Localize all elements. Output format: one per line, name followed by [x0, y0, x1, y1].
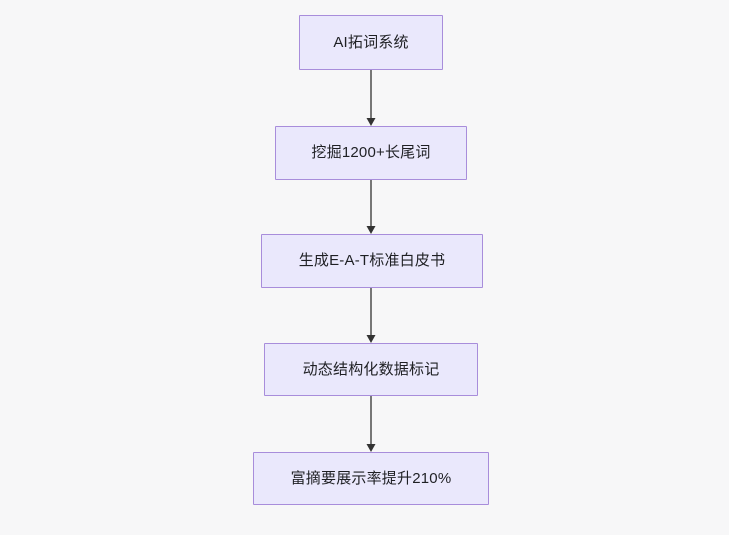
flow-node-4-label: 动态结构化数据标记 [302, 360, 440, 378]
flow-node-2[interactable]: 挖掘1200+长尾词 [275, 126, 467, 180]
arrowhead-icon-e3 [366, 335, 376, 343]
arrowhead-icon-e1 [366, 118, 376, 126]
flow-node-1-label: AI拓词系统 [333, 33, 409, 51]
flow-node-2-label: 挖掘1200+长尾词 [311, 144, 431, 161]
flow-node-4[interactable]: 动态结构化数据标记 [264, 343, 478, 396]
arrowhead-icon-e4 [366, 444, 376, 452]
flow-node-3-label: 生成E-A-T标准白皮书 [298, 252, 446, 269]
flow-node-5[interactable]: 富摘要展示率提升210% [253, 452, 489, 505]
flow-node-3[interactable]: 生成E-A-T标准白皮书 [261, 234, 483, 288]
flow-node-5-label: 富摘要展示率提升210% [290, 469, 452, 487]
arrowhead-icon-e2 [366, 226, 376, 234]
flow-node-1[interactable]: AI拓词系统 [299, 15, 443, 70]
